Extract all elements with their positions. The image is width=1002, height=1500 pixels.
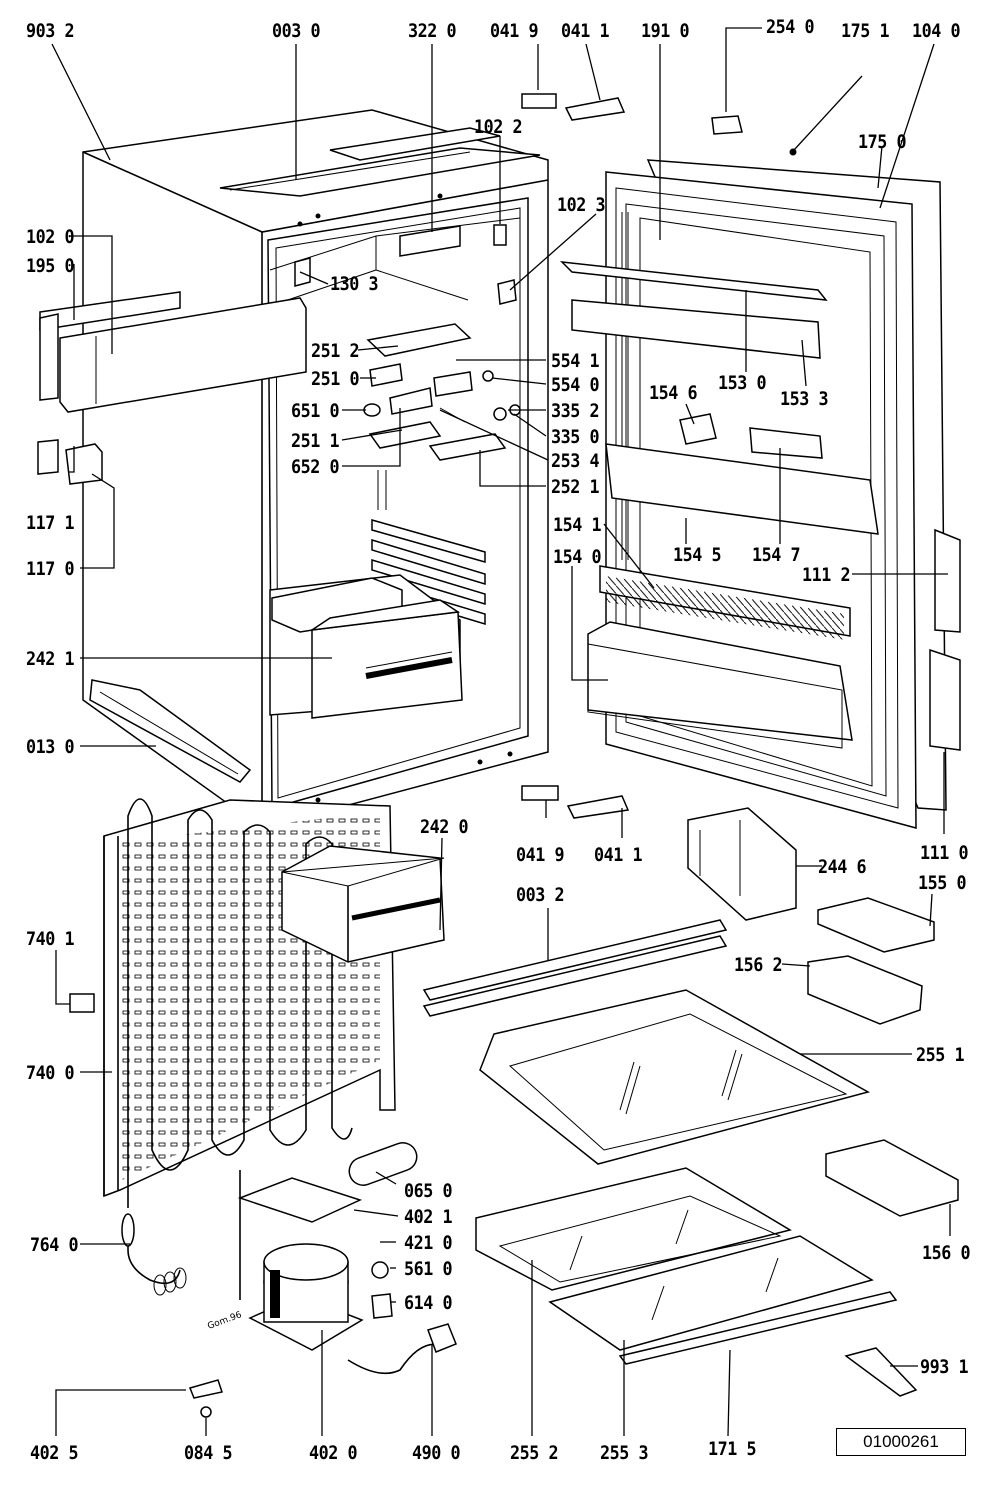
label-111-0: 111 0 (920, 842, 969, 864)
shelf-rail-003-2 (422, 919, 728, 1017)
label-251-2: 251 2 (311, 340, 360, 362)
label-154-5: 154 5 (673, 544, 722, 566)
label-251-1: 251 1 (291, 430, 340, 452)
label-156-2: 156 2 (734, 954, 783, 976)
label-111-2: 111 2 (802, 564, 851, 586)
label-903-2: 903 2 (26, 20, 75, 42)
ice-tray (825, 1139, 959, 1217)
label-003-0: 003 0 (272, 20, 321, 42)
label-335-2: 335 2 (551, 400, 600, 422)
label-740-0: 740 0 (26, 1062, 75, 1084)
label-153-3: 153 3 (780, 388, 829, 410)
label-554-1: 554 1 (551, 350, 600, 372)
butter-dish (807, 955, 923, 1025)
label-255-3: 255 3 (600, 1442, 649, 1464)
drier (348, 1142, 418, 1186)
label-102-2: 102 2 (474, 116, 523, 138)
label-130-3: 130 3 (330, 273, 379, 295)
label-614-0: 614 0 (404, 1292, 453, 1314)
label-251-0: 251 0 (311, 368, 360, 390)
label-244-6: 244 6 (818, 856, 867, 878)
label-335-0: 335 0 (551, 426, 600, 448)
label-242-1: 242 1 (26, 648, 75, 670)
label-402-0: 402 0 (309, 1442, 358, 1464)
label-175-1: 175 1 (841, 20, 890, 42)
label-102-0: 102 0 (26, 226, 75, 248)
label-013-0: 013 0 (26, 736, 75, 758)
glass-shelf-255-2 (475, 1167, 792, 1291)
label-252-1: 252 1 (551, 476, 600, 498)
hinge-cover (521, 93, 557, 109)
label-155-0: 155 0 (918, 872, 967, 894)
leader-lines (51, 27, 951, 1437)
thermostat-assembly (294, 224, 521, 461)
label-254-0: 254 0 (766, 16, 815, 38)
label-764-0: 764 0 (30, 1234, 79, 1256)
label-402-1: 402 1 (404, 1206, 453, 1228)
label-561-0: 561 0 (404, 1258, 453, 1280)
label-652-0: 652 0 (291, 456, 340, 478)
label-490-0: 490 0 (412, 1442, 461, 1464)
label-993-1: 993 1 (920, 1356, 969, 1378)
label-171-5: 171 5 (708, 1438, 757, 1460)
label-084-5: 084 5 (184, 1442, 233, 1464)
crisper-242 (281, 845, 445, 963)
door-hinge-bar (59, 297, 307, 413)
label-191-0: 191 0 (641, 20, 690, 42)
label-041-1-top: 041 1 (561, 20, 610, 42)
label-154-6: 154 6 (649, 382, 698, 404)
label-041-9-bottom: 041 9 (516, 844, 565, 866)
label-154-0: 154 0 (553, 546, 602, 568)
label-117-0: 117 0 (26, 558, 75, 580)
label-255-1: 255 1 (916, 1044, 965, 1066)
cabinet (39, 109, 549, 829)
label-421-0: 421 0 (404, 1232, 453, 1254)
label-402-5: 402 5 (30, 1442, 79, 1464)
label-154-1: 154 1 (553, 514, 602, 536)
label-104-0: 104 0 (912, 20, 961, 42)
label-041-9-top: 041 9 (490, 20, 539, 42)
label-740-1: 740 1 (26, 928, 75, 950)
compressor (121, 1170, 364, 1351)
door (559, 159, 961, 829)
ice-scraper (844, 1347, 918, 1397)
glass-shelf-255-1 (479, 989, 870, 1165)
label-255-2: 255 2 (510, 1442, 559, 1464)
label-003-2: 003 2 (516, 884, 565, 906)
egg-tray (817, 897, 935, 953)
label-154-7: 154 7 (752, 544, 801, 566)
label-322-0: 322 0 (408, 20, 457, 42)
label-041-1-bottom: 041 1 (594, 844, 643, 866)
label-242-0: 242 0 (420, 816, 469, 838)
label-253-4: 253 4 (551, 450, 600, 472)
hinge-part (37, 439, 59, 475)
label-554-0: 554 0 (551, 374, 600, 396)
wire-basket (687, 807, 797, 921)
label-065-0: 065 0 (404, 1180, 453, 1202)
label-153-0: 153 0 (718, 372, 767, 394)
label-156-0: 156 0 (922, 1242, 971, 1264)
crisper-drawer (271, 577, 463, 719)
label-651-0: 651 0 (291, 400, 340, 422)
glass-shelf-255-3 (548, 1235, 874, 1351)
label-102-3: 102 3 (557, 194, 606, 216)
label-175-0: 175 0 (858, 131, 907, 153)
label-117-1: 117 1 (26, 512, 75, 534)
label-195-0: 195 0 (26, 255, 75, 277)
drawing-reference-number: 01000261 (836, 1428, 966, 1456)
